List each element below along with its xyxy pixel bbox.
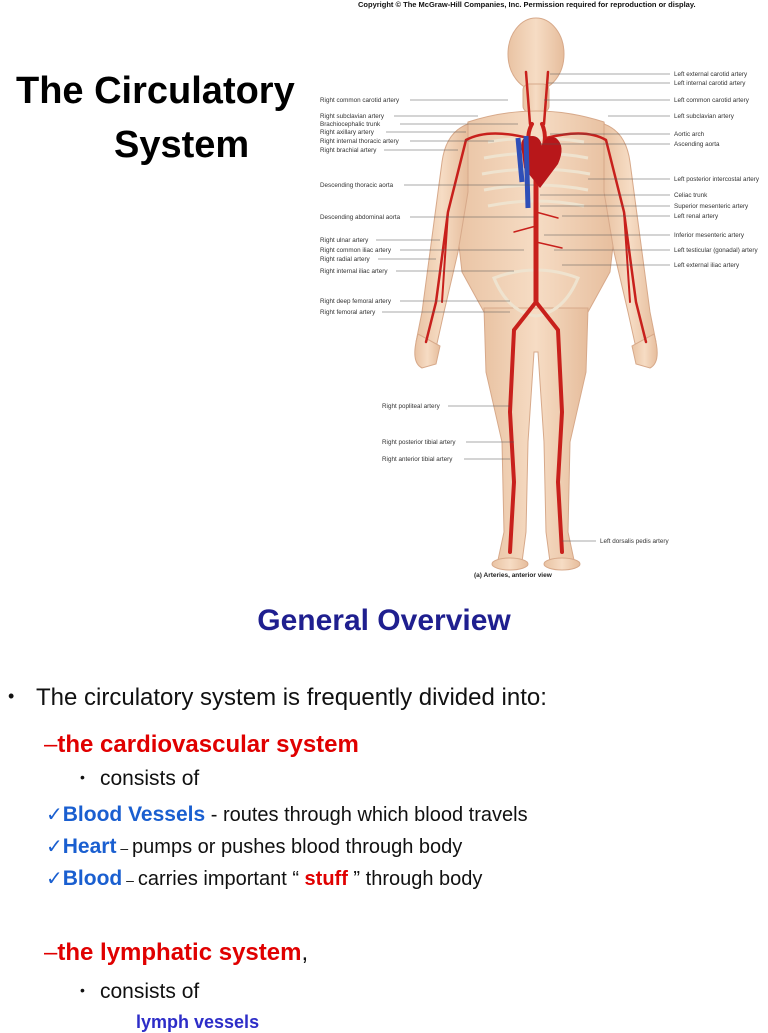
main-bullet-text: The circulatory system is frequently div… [36, 684, 547, 711]
artery-network [424, 70, 648, 554]
label-ascending-aorta: Ascending aorta [674, 141, 720, 148]
main-bullet: • The circulatory system is frequently di… [8, 684, 547, 712]
label-left-testicular: Left testicular (gonadal) artery [674, 247, 759, 254]
bullet-dot-icon: • [80, 982, 85, 998]
right-label-group [540, 73, 670, 542]
checkmark-icon: ✓ [46, 836, 63, 858]
label-right-deep-femoral: Right deep femoral artery [320, 298, 392, 305]
label-celiac-trunk: Celiac trunk [674, 192, 708, 199]
consists-text: consists of [100, 980, 200, 1003]
item-text: pumps or pushes blood through body [132, 836, 463, 858]
lymph-vessels-item: lymph vessels [136, 1012, 260, 1032]
label-inferior-mesenteric: Inferior mesenteric artery [674, 232, 745, 239]
item-key: Blood [62, 867, 123, 890]
item-text-after: ” through body [347, 868, 483, 890]
arteries-anatomy-figure: Right common carotid artery Right subcla… [318, 12, 768, 582]
label-left-dorsalis-pedis: Left dorsalis pedis artery [600, 538, 669, 545]
dash-marker: – [44, 939, 58, 966]
title-line-2: System [114, 124, 250, 166]
label-right-axillary: Right axillary artery [320, 129, 375, 136]
item-text: routes through which blood travels [222, 804, 528, 826]
cardiovascular-label: the cardiovascular system [57, 731, 359, 758]
label-left-external-carotid: Left external carotid artery [674, 71, 748, 78]
item-sep: – [116, 840, 133, 856]
slide-title: The Circulatory System [16, 64, 316, 172]
label-left-common-carotid: Left common carotid artery [674, 97, 750, 104]
label-left-external-iliac: Left external iliac artery [674, 262, 740, 269]
label-descending-abdominal-aorta: Descending abdominal aorta [320, 214, 401, 221]
right-labels: Left external carotid artery Left intern… [600, 71, 760, 545]
item-key: Blood Vessels [62, 803, 206, 826]
label-right-posterior-tibial: Right posterior tibial artery [382, 439, 456, 446]
figure-caption: (a) Arteries, anterior view [474, 572, 553, 579]
label-right-subclavian: Right subclavian artery [320, 113, 385, 120]
lymphatic-label: the lymphatic system [57, 939, 302, 966]
label-right-common-iliac: Right common iliac artery [320, 247, 392, 254]
item-sep: - [205, 804, 223, 826]
item-text-before: carries important “ [137, 868, 305, 890]
label-left-posterior-intercostal: Left posterior intercostal artery [674, 176, 760, 183]
label-left-renal: Left renal artery [674, 213, 719, 220]
item-sep: – [122, 872, 138, 888]
label-right-radial: Right radial artery [320, 256, 371, 263]
label-left-subclavian: Left subclavian artery [674, 113, 735, 120]
label-aortic-arch: Aortic arch [674, 131, 705, 138]
left-label-group [376, 99, 534, 460]
label-right-anterior-tibial: Right anterior tibial artery [382, 456, 453, 463]
label-left-internal-carotid: Left internal carotid artery [674, 80, 746, 87]
bullet-dot-icon: • [8, 686, 15, 706]
stuff-highlight: stuff [304, 868, 348, 890]
item-key: Heart [62, 835, 117, 858]
title-line-1: The Circulatory [16, 70, 295, 112]
dash-marker: – [44, 731, 58, 758]
label-right-brachial: Right brachial artery [320, 147, 377, 154]
lymphatic-consists-of: • consists of [80, 980, 199, 1004]
lymphatic-heading: –the lymphatic system, [44, 939, 308, 967]
label-right-femoral: Right femoral artery [320, 309, 376, 316]
comma: , [301, 939, 309, 966]
list-item: ✓Blood – carries important “ stuff ” thr… [46, 866, 482, 891]
label-right-internal-thoracic: Right internal thoracic artery [320, 138, 400, 145]
arteries-illustration: Right common carotid artery Right subcla… [320, 17, 760, 579]
label-right-popliteal: Right popliteal artery [382, 403, 441, 410]
label-right-common-carotid: Right common carotid artery [320, 97, 400, 104]
section-heading: General Overview [257, 604, 511, 637]
cardiovascular-heading: –the cardiovascular system [44, 731, 359, 759]
checkmark-icon: ✓ [46, 868, 63, 890]
label-brachiocephalic-trunk: Brachiocephalic trunk [320, 121, 381, 128]
bullet-dot-icon: • [80, 769, 85, 785]
label-right-internal-iliac: Right internal iliac artery [320, 268, 388, 275]
label-superior-mesenteric: Superior mesenteric artery [674, 203, 749, 210]
checkmark-icon: ✓ [46, 804, 63, 826]
heart-illustration [515, 135, 562, 209]
left-labels: Right common carotid artery Right subcla… [320, 97, 456, 463]
copyright-notice: Copyright © The McGraw-Hill Companies, I… [358, 0, 696, 9]
cardio-consists-of: • consists of [80, 767, 199, 791]
list-item: ✓Blood Vessels - routes through which bl… [46, 802, 528, 827]
list-item: ✓Heart – pumps or pushes blood through b… [46, 834, 462, 859]
consists-text: consists of [100, 767, 200, 790]
label-descending-thoracic-aorta: Descending thoracic aorta [320, 182, 394, 189]
label-right-ulnar: Right ulnar artery [320, 237, 369, 244]
